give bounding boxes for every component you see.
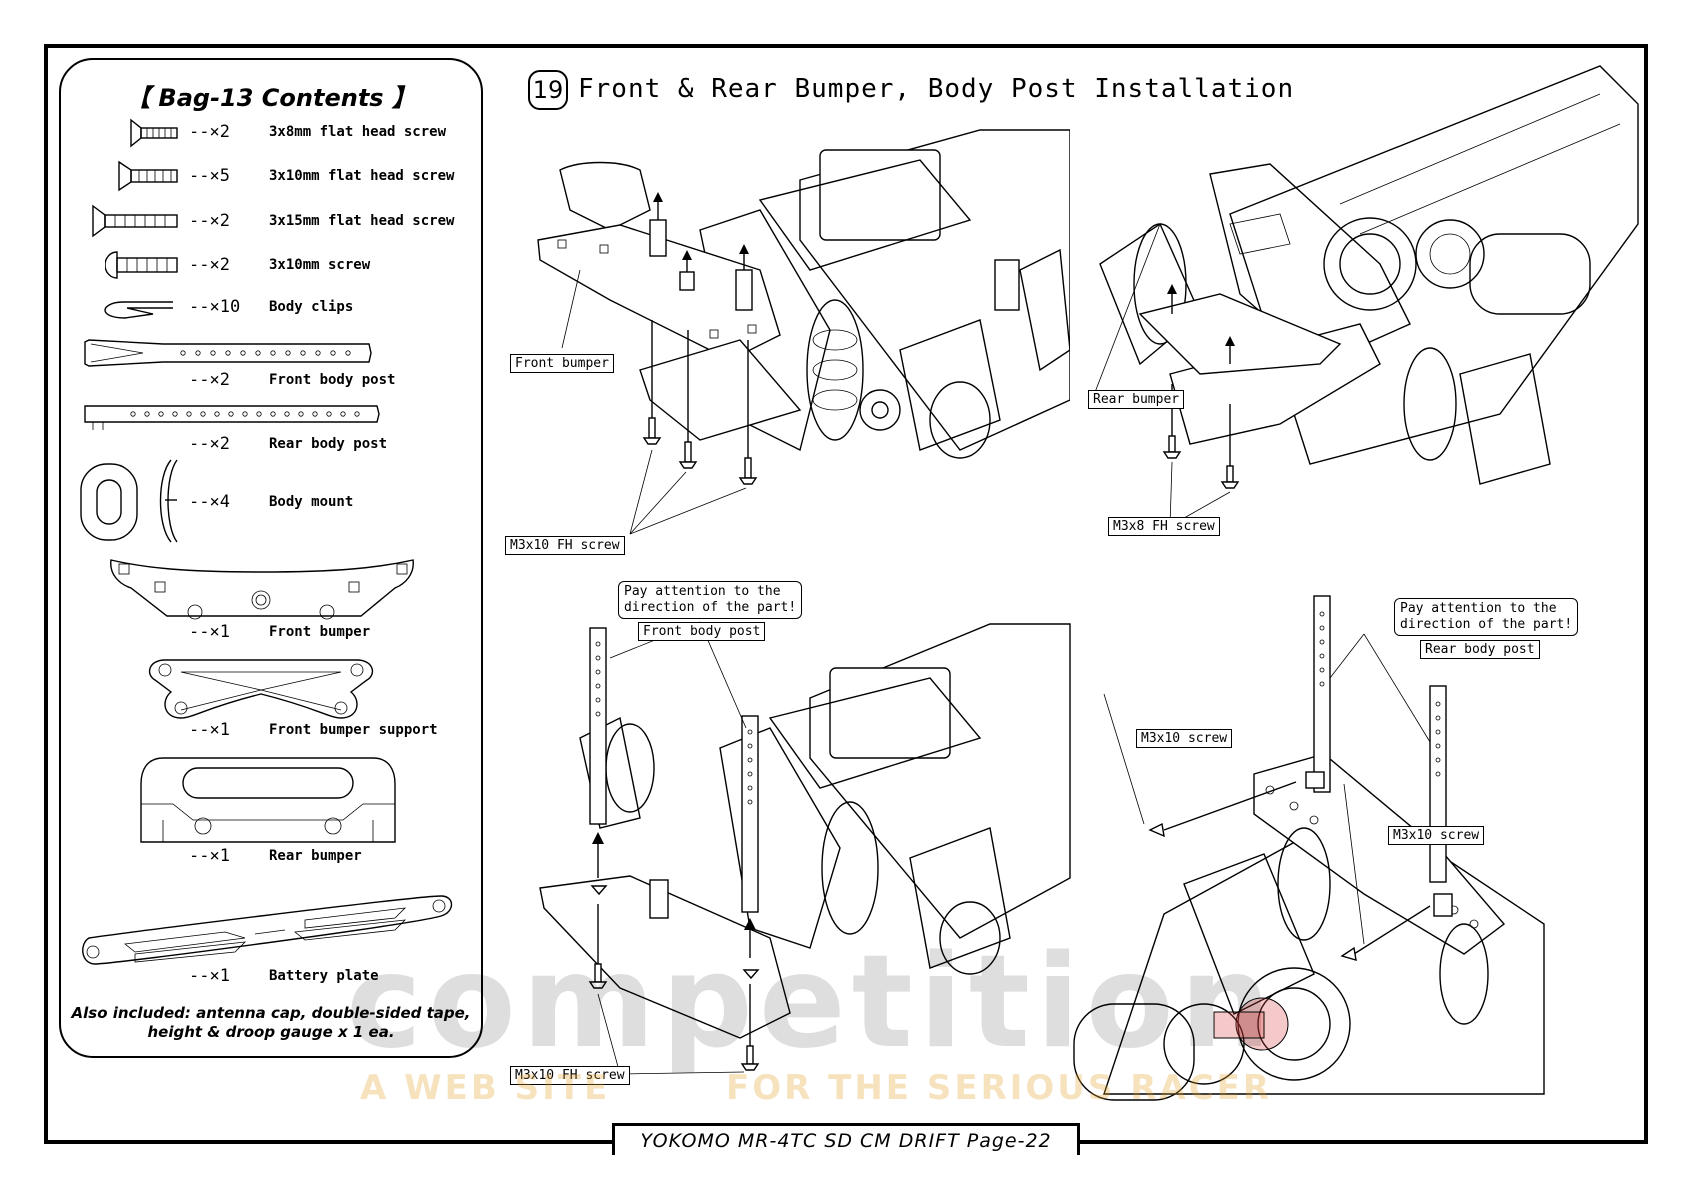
part-row: --×2 3x10mm screw [61, 250, 481, 290]
flat-head-screw-icon [118, 160, 178, 192]
part-qty: --×1 [189, 966, 230, 986]
part-row: --×4 Body mount [61, 456, 481, 546]
body-mount-icon [80, 459, 178, 543]
body-clip-icon [104, 301, 173, 319]
flat-head-screw-icon [92, 204, 178, 238]
part-name: Rear bumper [269, 848, 362, 864]
callout-front-body-post: Front body post [638, 622, 766, 641]
attention-note-line: direction of the part! [1400, 617, 1573, 632]
part-name: Battery plate [269, 968, 379, 984]
battery-plate-icon [82, 895, 453, 965]
rear-bumper-icon [140, 757, 396, 843]
part-qty: --×1 [189, 720, 230, 740]
part-qty: --×2 [189, 211, 230, 231]
part-row: --×1 Rear bumper [61, 754, 481, 866]
attention-note-line: Pay attention to the [1400, 601, 1557, 616]
callout-m3x10-fh-screw: M3x10 FH screw [510, 1066, 630, 1085]
part-row: --×2 3x15mm flat head screw [61, 204, 481, 244]
part-row: --×1 Front bumper [61, 554, 481, 646]
part-qty: --×1 [189, 622, 230, 642]
step-title: Front & Rear Bumper, Body Post Installat… [578, 74, 1295, 104]
front-bumper-install-illustration [537, 129, 1070, 535]
callout-m3x8-fh-screw: M3x8 FH screw [1108, 517, 1220, 536]
front-body-post-install-illustration [539, 621, 1071, 1075]
part-qty: --×1 [189, 846, 230, 866]
part-qty: --×2 [189, 370, 230, 390]
part-name: 3x10mm flat head screw [269, 168, 455, 184]
front-body-post-icon [84, 339, 372, 367]
rear-body-post-icon [84, 405, 380, 430]
page-footer: YOKOMO MR-4TC SD CM DRIFT Page-22 [612, 1123, 1080, 1155]
rear-body-post-install-illustration [1073, 595, 1545, 1101]
part-row: --×10 Body clips [61, 292, 481, 332]
part-name: Front bumper [269, 624, 371, 640]
attention-note: Pay attention to the direction of the pa… [1394, 598, 1579, 636]
rear-bumper-install-illustration [1091, 65, 1639, 527]
part-qty: --×2 [189, 434, 230, 454]
bag-contents-box: 【 Bag-13 Contents 】 --×2 3x8mm flat head… [59, 58, 483, 1058]
attention-note: Pay attention to the direction of the pa… [618, 581, 803, 619]
flat-head-screw-icon [130, 118, 178, 148]
step-number: 19 [528, 70, 568, 110]
also-included-line: Also included: antenna cap, double-sided… [71, 1004, 471, 1022]
attention-note-line: Pay attention to the [624, 584, 781, 599]
part-row: --×5 3x10mm flat head screw [61, 160, 481, 200]
callout-rear-bumper: Rear bumper [1088, 390, 1185, 409]
contents-title: 【 Bag-13 Contents 】 [126, 84, 416, 112]
callout-front-bumper: Front bumper [510, 354, 614, 373]
callout-m3x10-screw: M3x10 screw [1136, 729, 1233, 748]
part-row: --×1 Front bumper support [61, 656, 481, 742]
part-row: --×2 3x8mm flat head screw [61, 116, 481, 156]
part-name: 3x8mm flat head screw [269, 124, 447, 140]
also-included-note: Also included: antenna cap, double-sided… [61, 1004, 481, 1042]
part-name: Rear body post [269, 436, 388, 452]
part-name: Body clips [269, 299, 354, 315]
attention-note-line: direction of the part! [624, 600, 797, 615]
part-row: --×2 Front body post [61, 336, 481, 392]
part-qty: --×2 [189, 122, 230, 142]
part-name: 3x10mm screw [269, 257, 371, 273]
part-qty: --×2 [189, 255, 230, 275]
button-head-screw-icon [105, 251, 178, 279]
part-qty: --×10 [189, 297, 241, 317]
part-row: --×1 Battery plate [61, 895, 481, 990]
callout-rear-body-post: Rear body post [1420, 640, 1540, 659]
part-name: Front body post [269, 372, 396, 388]
part-name: Body mount [269, 494, 354, 510]
part-name: 3x15mm flat head screw [269, 213, 455, 229]
front-bumper-support-icon [148, 659, 374, 719]
part-qty: --×5 [189, 166, 230, 186]
part-row: --×2 Rear body post [61, 400, 481, 456]
front-bumper-icon [110, 559, 414, 620]
callout-m3x10-screw: M3x10 screw [1388, 826, 1485, 845]
part-qty: --×4 [189, 492, 230, 512]
part-name: Front bumper support [269, 722, 438, 738]
callout-m3x10-fh-screw: M3x10 FH screw [505, 536, 625, 555]
also-included-line: height & droop gauge x 1 ea. [147, 1023, 395, 1041]
